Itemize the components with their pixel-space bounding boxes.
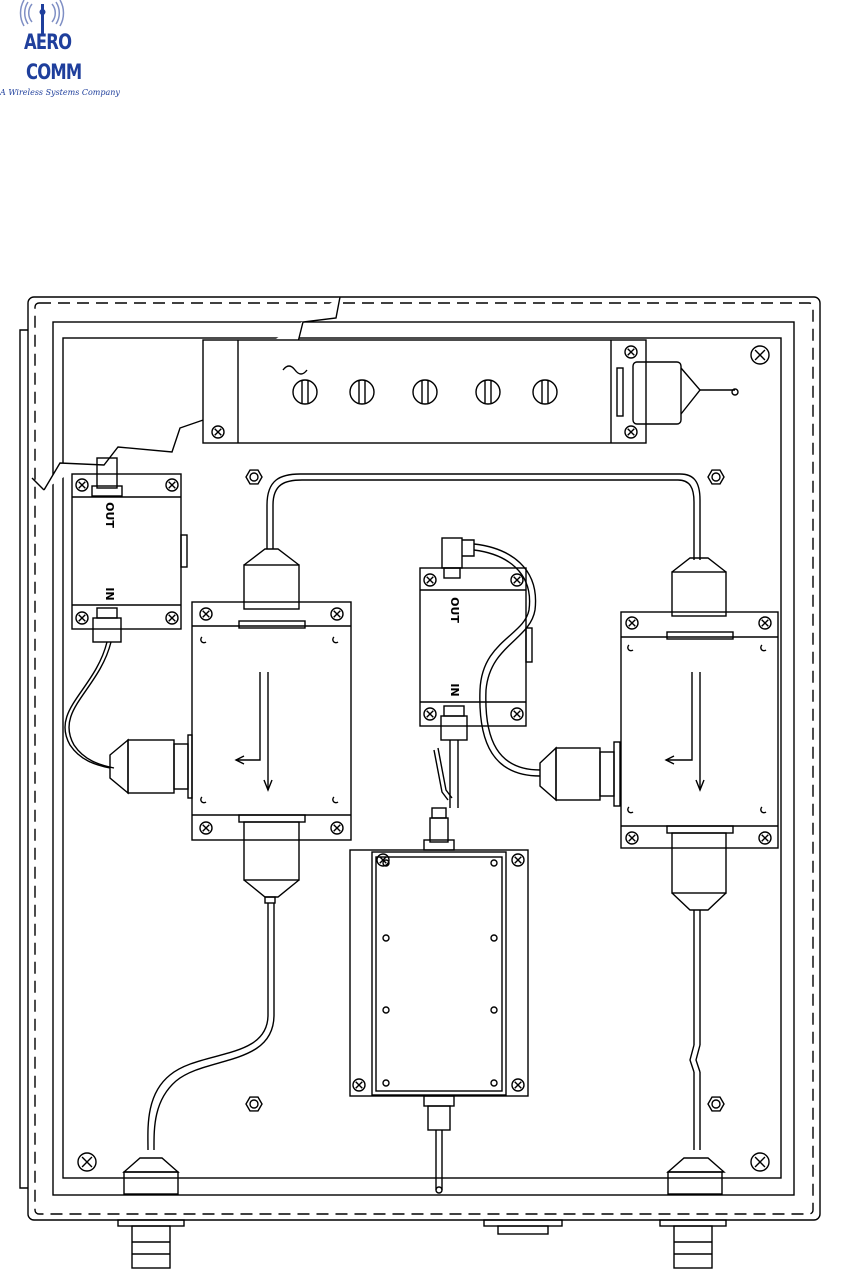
left-filter-block [192, 549, 351, 897]
bottom-connector-left [118, 1220, 184, 1268]
terminal-strip [203, 340, 646, 443]
mount-hole-icon [491, 860, 497, 866]
right-filter-block [621, 558, 778, 910]
mount-hole-icon [383, 935, 389, 941]
hex-nut-icon [246, 1097, 262, 1111]
mount-hole-icon [383, 1080, 389, 1086]
x-screw-icon [751, 1153, 769, 1171]
box-holes [383, 860, 497, 1086]
bottom-center-tab [484, 1220, 562, 1234]
hex-nut-icon [246, 470, 262, 484]
x-screw-icon [353, 1079, 365, 1091]
hook-icon [761, 645, 766, 651]
hook-icon [333, 797, 338, 803]
center-lower-cable [430, 740, 458, 842]
left-cable [65, 642, 192, 798]
x-screw-icon [76, 612, 88, 624]
left-module-in-label: IN [103, 587, 116, 600]
x-screw-icon [511, 708, 523, 720]
mount-hole-icon [383, 1007, 389, 1013]
left-amplifier-module [72, 458, 187, 642]
x-screw-icon [511, 574, 523, 586]
hook-icon [201, 637, 206, 643]
hook-icon [333, 637, 338, 643]
x-screw-icon [512, 854, 524, 866]
hook-icon [628, 807, 633, 813]
x-screw-icon [200, 608, 212, 620]
x-screw-icon [331, 608, 343, 620]
hex-nuts [246, 470, 724, 1111]
bottom-connector-right [660, 1220, 726, 1268]
x-screw-icon [76, 479, 88, 491]
hex-nut-icon [708, 1097, 724, 1111]
left-output-cable [124, 897, 275, 1194]
mount-hole-icon [491, 1007, 497, 1013]
top-loop-cable [267, 474, 700, 560]
x-screw-icon [424, 574, 436, 586]
hook-icon [201, 797, 206, 803]
x-screw-icon [78, 1153, 96, 1171]
mount-hole-icon [491, 1080, 497, 1086]
center-module-out-label: OUT [448, 597, 461, 623]
x-screw-icon [759, 617, 771, 629]
right-output-cable [668, 910, 724, 1194]
x-screw-icon [331, 822, 343, 834]
x-screw-icon [626, 832, 638, 844]
x-screw-icon [626, 617, 638, 629]
center-module-in-label: IN [448, 683, 461, 696]
x-screw-icon [166, 612, 178, 624]
x-screw-icon [200, 822, 212, 834]
hex-nut-icon [708, 470, 724, 484]
hook-icon [628, 645, 633, 651]
x-screw-icon [424, 708, 436, 720]
left-module-out-label: OUT [103, 502, 116, 528]
x-screw-icon [759, 832, 771, 844]
hook-icon [761, 807, 766, 813]
mounting-screws [76, 346, 771, 1171]
x-screw-icon [751, 346, 769, 364]
center-right-cable [474, 544, 620, 806]
mount-hole-icon [491, 935, 497, 941]
x-screw-icon [512, 1079, 524, 1091]
center-bottom-box [350, 840, 528, 1193]
x-screw-icon [166, 479, 178, 491]
